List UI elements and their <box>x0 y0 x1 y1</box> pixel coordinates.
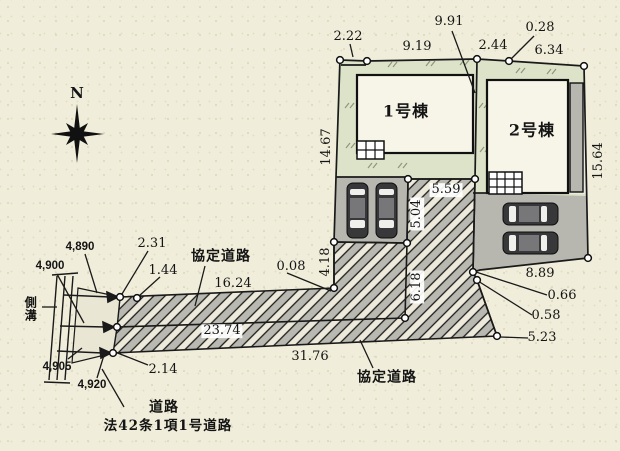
dim-0-08-label: 0.08 <box>276 259 306 275</box>
dim-4-18-label: 4.18 <box>318 247 334 277</box>
car-icon <box>346 182 369 239</box>
elevation-4890-label: 4,890 <box>65 240 95 253</box>
compass-rose-icon <box>51 104 104 163</box>
dim-2-31-label: 2.31 <box>137 236 167 252</box>
dim-8-89-label: 8.89 <box>525 266 555 282</box>
building-2-label: 2号棟 <box>508 120 556 140</box>
elevation-4900-label: 4,900 <box>35 259 65 272</box>
building-1-porch-icon <box>356 140 385 160</box>
dim-2-22-label: 2.22 <box>333 29 363 45</box>
dim-15-64-label: 15.64 <box>591 142 607 180</box>
road-law-label: 法42条1項1号道路 <box>103 417 233 434</box>
dim-16-24-label: 16.24 <box>214 276 252 292</box>
boundary-vertices <box>108 54 593 358</box>
elevation-4920-label: 4,920 <box>77 378 107 391</box>
dim-1-44-label: 1.44 <box>148 263 178 279</box>
agreement-road-top-label: 協定道路 <box>191 248 251 265</box>
agreement-road-bottom-label: 協定道路 <box>357 369 417 386</box>
elevation-4905-label: 4,905 <box>42 360 72 373</box>
building-1-outline <box>355 73 475 155</box>
dim-0-28-label: 0.28 <box>525 20 555 36</box>
car-icon <box>502 202 559 226</box>
compass-north-label: N <box>70 84 84 103</box>
dim-31-76-label: 31.76 <box>291 349 329 365</box>
side-ditch-lines <box>43 272 79 384</box>
dim-14-67-label: 14.67 <box>319 128 335 166</box>
dim-2-44-label: 2.44 <box>478 38 508 54</box>
side-ditch-label: 側溝 <box>23 296 38 322</box>
dim-0-66-label: 0.66 <box>547 288 577 304</box>
building-2-balcony <box>569 82 584 193</box>
road-618-line <box>404 242 408 319</box>
building-2-porch-icon <box>488 171 523 195</box>
dim-9-91-label: 9.91 <box>434 14 464 30</box>
road-label: 道路 <box>149 399 179 416</box>
road-center-line <box>116 317 406 328</box>
dim-6-18-label: 6.18 <box>409 270 425 304</box>
building-1-label: 1号棟 <box>382 101 430 121</box>
dim-5-59-label: 5.59 <box>429 182 463 198</box>
car-icon <box>502 231 559 255</box>
building-2-outline <box>485 78 570 195</box>
dim-23-74-label: 23.74 <box>201 323 243 339</box>
elevation-arrows <box>56 290 120 360</box>
dim-5-04-label: 5.04 <box>409 197 425 231</box>
dim-6-34-label: 6.34 <box>534 43 564 59</box>
dim-5-23-label: 5.23 <box>527 330 557 346</box>
dim-9-19-label: 9.19 <box>402 39 432 55</box>
dim-0-58-label: 0.58 <box>531 308 561 324</box>
leader-lines <box>42 30 548 408</box>
dim-2-14-label: 2.14 <box>148 362 178 378</box>
car-icon <box>375 182 398 239</box>
